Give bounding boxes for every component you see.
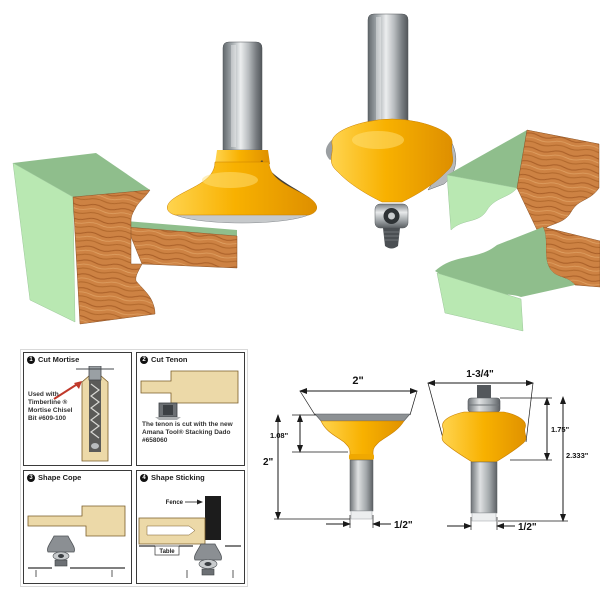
- panel-title-label: Shape Cope: [38, 473, 82, 482]
- overall-length-label: 2": [263, 457, 274, 468]
- shank-diameter-label: 1/2": [394, 520, 413, 531]
- step-number-icon: 3: [27, 473, 35, 482]
- instruction-panel-shape-cope: 3 Shape Cope: [23, 470, 132, 584]
- step-number-icon: 2: [140, 355, 148, 364]
- router-bit-set-photo: [12, 13, 600, 332]
- instruction-panel-cut-tenon: 2 Cut Tenon The tenon is cut with the ne…: [136, 352, 245, 466]
- wood-profile-sample-right-top: [446, 129, 600, 235]
- mortise-chisel-icon: [88, 366, 102, 381]
- instruction-panel-cut-mortise: 1 Cut Mortise Used with Timberline ® Mor…: [23, 352, 132, 466]
- tenon-illustration: [140, 370, 239, 420]
- panel-title-label: Cut Mortise: [38, 355, 80, 364]
- mortise-illustration: [53, 366, 114, 462]
- fence-icon: [205, 496, 221, 540]
- shank-diameter-label: 1/2": [518, 522, 537, 533]
- panel-title: 1 Cut Mortise: [27, 355, 79, 364]
- router-bit-ogee-photo: [325, 13, 456, 249]
- panel-note: The tenon is cut with the new Amana Tool…: [142, 421, 233, 445]
- step-number-icon: 4: [140, 473, 148, 482]
- diameter-label: 1-3/4": [466, 369, 494, 380]
- diameter-label: 2": [352, 375, 363, 387]
- sticking-bit-icon: [194, 543, 222, 561]
- table-label: Table: [159, 549, 175, 555]
- router-bit-panel-photo: [167, 41, 317, 224]
- instruction-panel-shape-sticking: 4 Shape Sticking Fence Table: [136, 470, 245, 584]
- cutter-height-label: 1.75": [551, 425, 570, 434]
- cope-bit-icon: [47, 535, 75, 553]
- sticking-illustration: Fence Table: [138, 496, 241, 578]
- panel-title: 3 Shape Cope: [27, 473, 81, 482]
- dimension-diagrams: 2" 1.08" 2" 1/2" 1-3/4": [263, 369, 589, 533]
- wood-profile-sample-right-bottom: [435, 226, 600, 332]
- panel-title-label: Shape Sticking: [151, 473, 205, 482]
- cope-illustration: [27, 505, 126, 577]
- cutter-height-label: 1.08": [270, 431, 289, 440]
- step-number-icon: 1: [27, 355, 35, 364]
- dimension-diagram-ogee-bit: 1-3/4" 1.75" 2.333" 1/2": [427, 369, 589, 533]
- dimension-diagram-panel-bit: 2" 1.08" 2" 1/2": [263, 375, 418, 531]
- wood-profile-sample-left: [12, 153, 238, 325]
- panel-title: 4 Shape Sticking: [140, 473, 205, 482]
- overall-length-label: 2.333": [566, 451, 589, 460]
- panel-note: Used with Timberline ® Mortise Chisel Bi…: [28, 391, 73, 423]
- panel-title-label: Cut Tenon: [151, 355, 188, 364]
- auger-bit-icon: [90, 383, 100, 439]
- panel-title: 2 Cut Tenon: [140, 355, 188, 364]
- fence-label: Fence: [166, 500, 184, 506]
- usage-instruction-card: 1 Cut Mortise Used with Timberline ® Mor…: [20, 349, 248, 587]
